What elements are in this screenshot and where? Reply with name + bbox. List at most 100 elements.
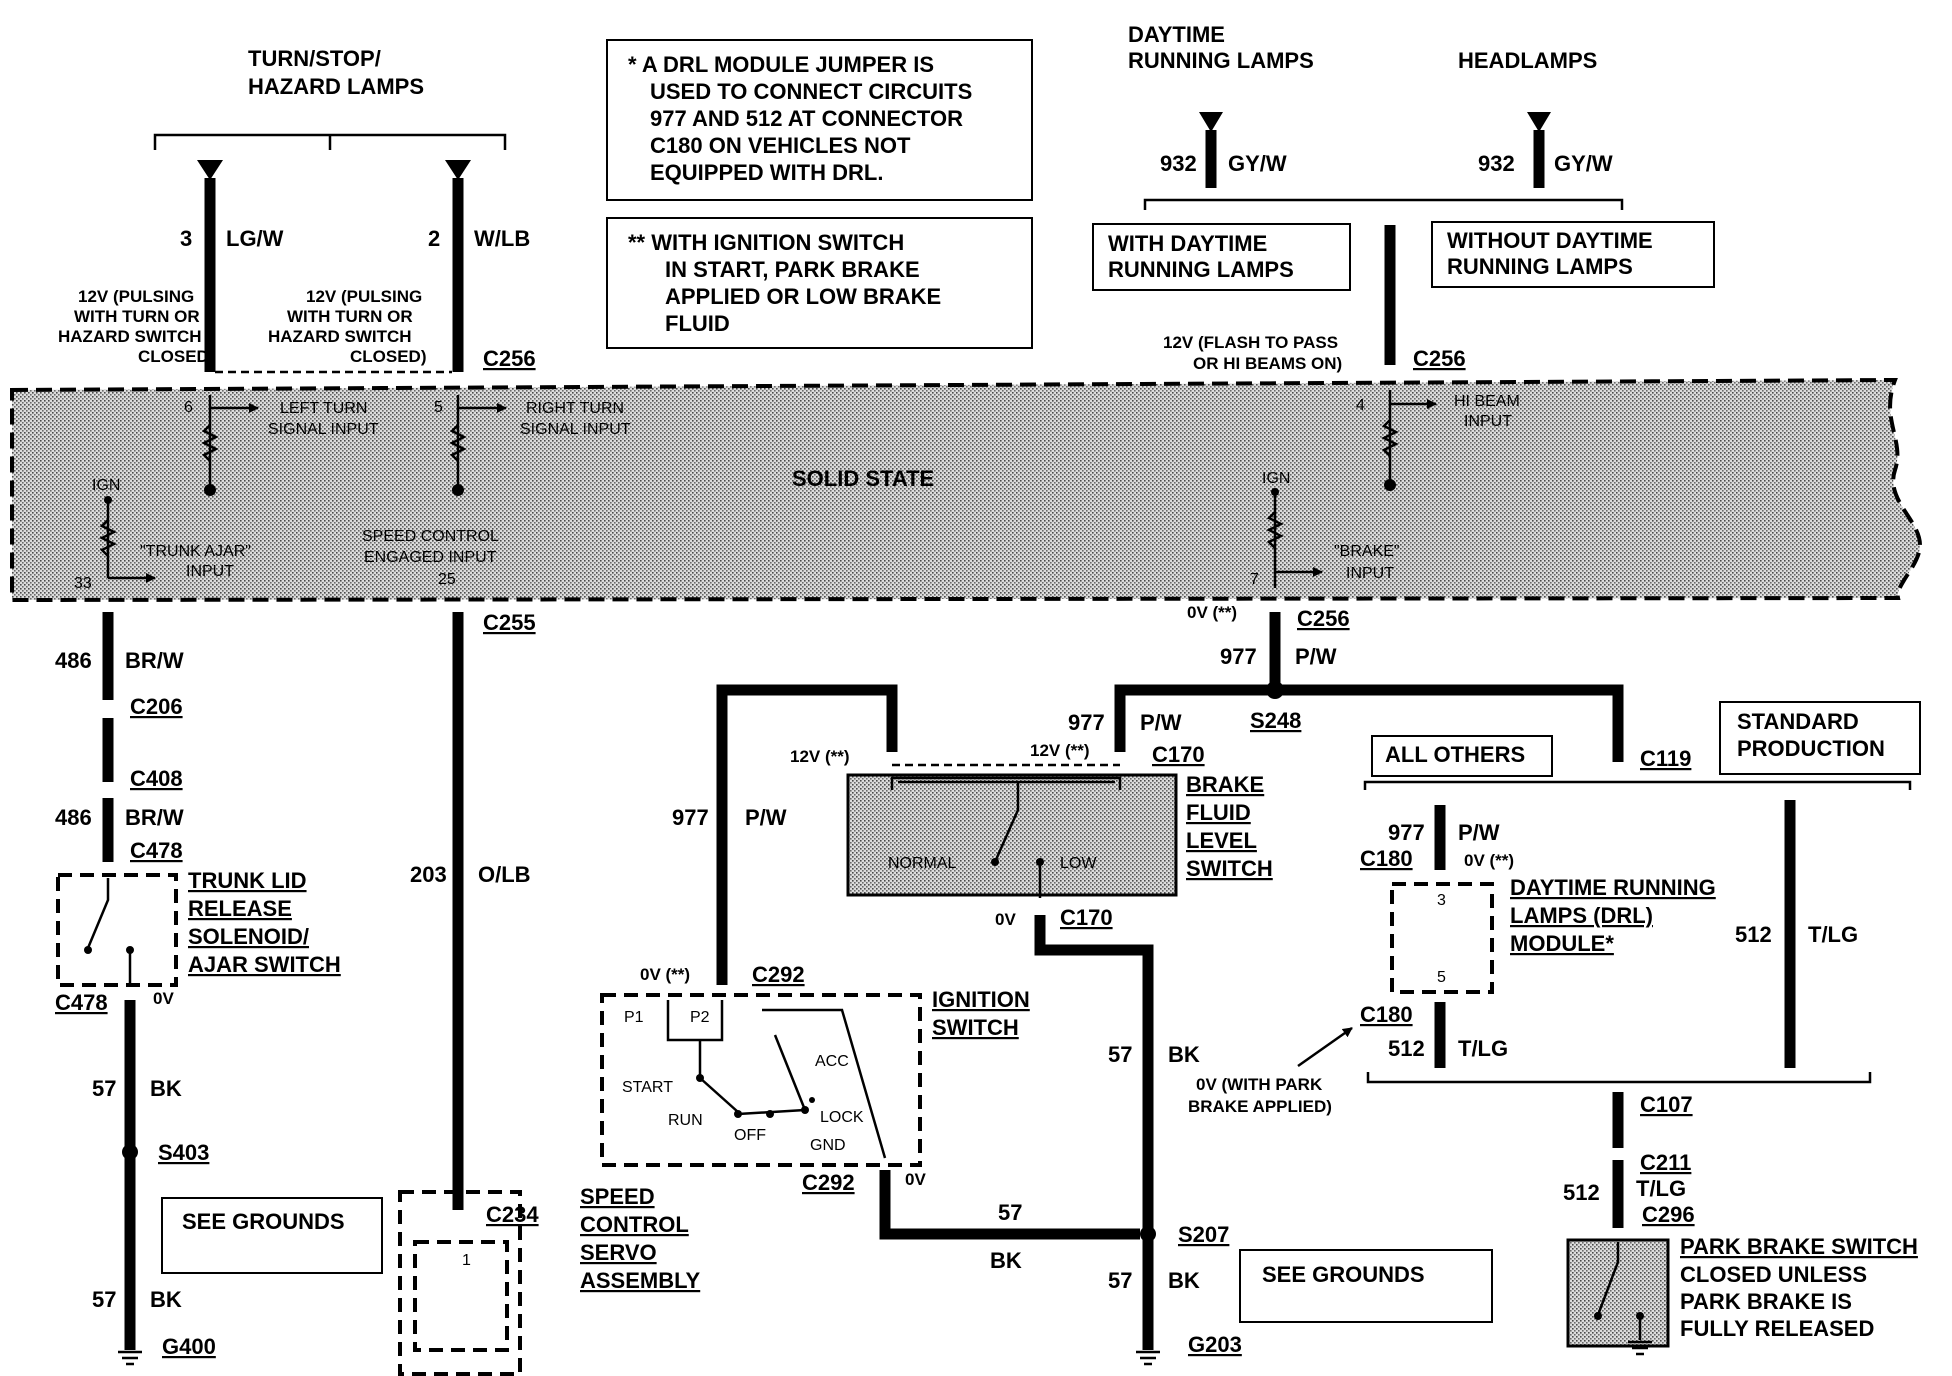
trunk-switch-contact1	[84, 946, 92, 954]
connector-c170-b: C170	[1060, 905, 1113, 930]
switch-run: RUN	[668, 1112, 703, 1129]
trunk-lid-label-4: AJAR SWITCH	[188, 952, 341, 977]
left-turn-input-2: SIGNAL INPUT	[268, 421, 379, 438]
splice-s207-label: S207	[1178, 1222, 1229, 1247]
ignition-label-2: SWITCH	[932, 1015, 1019, 1040]
wire-3-num: 3	[180, 226, 192, 251]
trunk-switch-blade	[86, 878, 110, 949]
standard-production-2: PRODUCTION	[1737, 736, 1885, 761]
pin-5: 5	[434, 399, 443, 416]
wire-932b-color: GY/W	[1554, 151, 1613, 176]
standard-production-1: STANDARD	[1737, 709, 1859, 734]
park-brake-contact1	[1594, 1312, 1602, 1320]
ignition-start-link	[699, 1077, 739, 1113]
drl-module-label-3: MODULE*	[1510, 931, 1614, 956]
module-name: SOLID STATE	[792, 466, 934, 491]
c292-0v: 0V (**)	[640, 965, 690, 984]
right-turn-voltage-4: CLOSED)	[350, 347, 427, 366]
all-others-label: ALL OTHERS	[1385, 742, 1525, 767]
drl-lower-bracket	[1366, 1072, 1872, 1084]
brake-fluid-label-2: FLUID	[1186, 800, 1251, 825]
brake-fluid-bridge	[890, 776, 1122, 790]
drl-upper-bracket	[1363, 780, 1912, 790]
wire-932a-num: 932	[1160, 151, 1197, 176]
pin-6: 6	[184, 399, 193, 416]
note2-line3: APPLIED OR LOW BRAKE	[665, 284, 941, 309]
note1-line4: C180 ON VEHICLES NOT	[650, 133, 911, 158]
switch-gnd: GND	[810, 1137, 846, 1154]
right-turn-ground-dot	[452, 484, 464, 496]
park-brake-blade	[1596, 1242, 1620, 1316]
drl-module-label-2: LAMPS (DRL)	[1510, 903, 1653, 928]
trunk-lid-component	[56, 873, 178, 987]
with-drl-line1: WITH DAYTIME	[1108, 231, 1267, 256]
wire-57c-color: BK	[1168, 1042, 1200, 1067]
header-turn-lamps-2: HAZARD LAMPS	[248, 74, 424, 99]
right-turn-voltage-2: WITH TURN OR	[287, 307, 413, 326]
c180-pointer-arrow	[1297, 1026, 1353, 1068]
hi-beam-input-2: INPUT	[1464, 413, 1512, 430]
wire-486a-num: 486	[55, 648, 92, 673]
connector-c234: C234	[486, 1202, 539, 1227]
wire-512b-color: T/LG	[1458, 1036, 1508, 1061]
wire-57-brake-fluid	[1034, 915, 1154, 1350]
right-turn-input-2: SIGNAL INPUT	[520, 421, 631, 438]
connector-c180-a: C180	[1360, 846, 1413, 871]
wire-57-ignition	[879, 1170, 1140, 1240]
hi-beam-voltage-2: OR HI BEAMS ON)	[1193, 354, 1342, 373]
ground-g203-symbol	[1136, 1350, 1160, 1366]
wire-977b-num: 977	[1068, 710, 1105, 735]
without-drl-line1: WITHOUT DAYTIME	[1447, 228, 1653, 253]
see-grounds-left-box	[161, 1197, 383, 1274]
left-turn-voltage-2: WITH TURN OR	[74, 307, 200, 326]
ground-g400-symbol	[118, 1350, 142, 1366]
splice-s403-label: S403	[158, 1140, 209, 1165]
hi-beam-input-1: HI BEAM	[1454, 393, 1520, 410]
drl-module-label-1: DAYTIME RUNNING	[1510, 875, 1716, 900]
right-turn-resistor	[449, 424, 467, 462]
wire-57b-color: BK	[150, 1287, 182, 1312]
wire-512b-num: 512	[1388, 1036, 1425, 1061]
brake-input-1: "BRAKE"	[1334, 543, 1400, 560]
switch-low: LOW	[1060, 855, 1097, 872]
drl-module-component	[1390, 882, 1494, 994]
trunk-ign-dot	[104, 496, 112, 504]
wire-512c-color: T/LG	[1636, 1176, 1686, 1201]
wire-977-to-ignition	[716, 684, 898, 985]
connector-c256-a: C256	[483, 346, 536, 371]
trunk-resistor	[99, 519, 117, 557]
park-brake-ground-symbol	[1628, 1340, 1652, 1356]
speed-servo-label-2: CONTROL	[580, 1212, 689, 1237]
wire-57d-num: 57	[1108, 1268, 1132, 1293]
wire-2-num: 2	[428, 226, 440, 251]
switch-normal: NORMAL	[888, 855, 957, 872]
brake-ign-dot	[1271, 488, 1279, 496]
headlamp-source-triangle	[1527, 112, 1551, 132]
brake-12v-a: 12V (**)	[790, 747, 850, 766]
pin-4: 4	[1356, 397, 1365, 414]
switch-off: OFF	[734, 1127, 766, 1144]
note2-line2: IN START, PARK BRAKE	[665, 257, 920, 282]
speed-servo-label-3: SERVO	[580, 1240, 657, 1265]
trunk-lid-label-1: TRUNK LID	[188, 868, 307, 893]
switch-start: START	[622, 1079, 673, 1096]
connector-c478-b: C478	[55, 990, 108, 1015]
wire-977b-color: P/W	[1140, 710, 1182, 735]
see-grounds-left: SEE GROUNDS	[182, 1209, 345, 1234]
connector-c119: C119	[1640, 746, 1691, 771]
switch-lock: LOCK	[820, 1109, 864, 1126]
ignition-switch-component	[600, 993, 922, 1167]
wire-203-num: 203	[410, 862, 447, 887]
splice-s403	[122, 1144, 138, 1160]
connector-c170-a: C170	[1152, 742, 1205, 767]
with-drl-line2: RUNNING LAMPS	[1108, 257, 1294, 282]
ignition-p-bridge	[666, 1000, 724, 1075]
trunk-input-2: INPUT	[186, 563, 234, 580]
wire-977-to-brake-fluid	[1114, 684, 1270, 752]
pin-25: 25	[438, 571, 456, 588]
trunk-lid-label-2: RELEASE	[188, 896, 292, 921]
ignition-label-1: IGNITION	[932, 987, 1030, 1012]
park-brake-desc-3: FULLY RELEASED	[1680, 1316, 1874, 1341]
wire-57e-num: 57	[998, 1200, 1022, 1225]
wire-932a-color: GY/W	[1228, 151, 1287, 176]
